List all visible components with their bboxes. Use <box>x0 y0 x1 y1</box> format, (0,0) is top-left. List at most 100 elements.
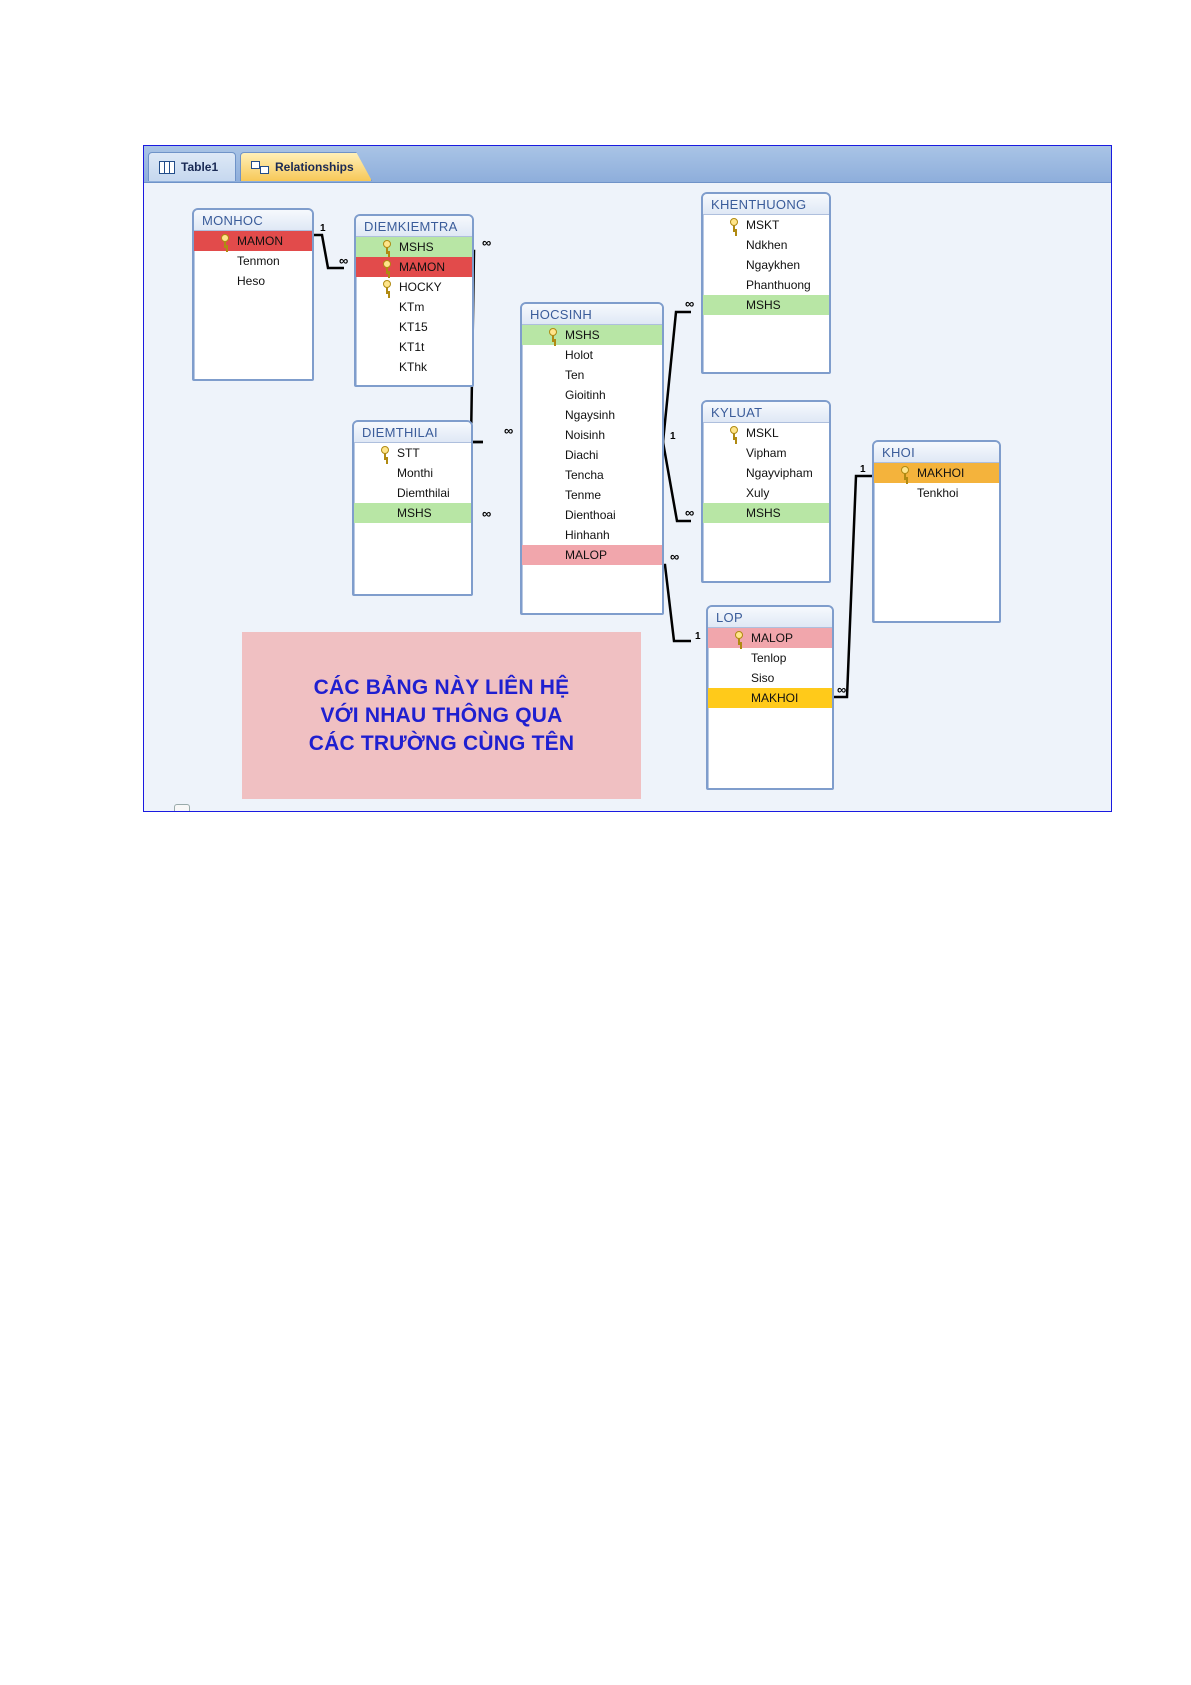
field-row[interactable]: KTm <box>356 297 472 317</box>
field-name: Ngaykhen <box>746 258 801 272</box>
field-row[interactable]: Hinhanh <box>522 525 662 545</box>
field-row[interactable]: MAMON <box>356 257 472 277</box>
cardinality-many-label: ∞ <box>482 235 492 250</box>
table-khoi[interactable]: KHOI MAKHOI Tenkhoi <box>872 440 1001 623</box>
document-tab-bar: Table1 Relationships <box>144 146 1111 183</box>
field-row[interactable]: Ngaykhen <box>703 255 829 275</box>
tab-relationships[interactable]: Relationships <box>240 152 372 181</box>
field-row[interactable]: Tenme <box>522 485 662 505</box>
field-row[interactable]: Ngayvipham <box>703 463 829 483</box>
field-name: KT1t <box>399 340 425 354</box>
field-row[interactable]: Tenkhoi <box>874 483 999 503</box>
cardinality-many-label: ∞ <box>339 253 349 268</box>
table-title[interactable]: HOCSINH <box>522 304 662 325</box>
field-row[interactable]: Heso <box>194 271 312 291</box>
field-row[interactable]: Vipham <box>703 443 829 463</box>
field-name: Tenkhoi <box>917 486 959 500</box>
table-title[interactable]: LOP <box>708 607 832 628</box>
cardinality-many-label: ∞ <box>685 296 695 311</box>
cardinality-one-label: 1 <box>695 631 701 642</box>
field-row[interactable]: MALOP <box>708 628 832 648</box>
field-name: Ten <box>565 368 585 382</box>
field-name: Tenme <box>565 488 602 502</box>
field-row[interactable]: Holot <box>522 345 662 365</box>
field-row[interactable]: Gioitinh <box>522 385 662 405</box>
field-name: KTm <box>399 300 425 314</box>
field-name: MAMON <box>237 234 283 248</box>
tab-label: Relationships <box>275 160 354 174</box>
field-name: MSHS <box>397 506 432 520</box>
field-row[interactable]: Ngaysinh <box>522 405 662 425</box>
field-name: MAMON <box>399 260 445 274</box>
field-row[interactable]: MSKT <box>703 215 829 235</box>
field-row[interactable]: Noisinh <box>522 425 662 445</box>
cardinality-many-label: ∞ <box>504 423 514 438</box>
field-row[interactable]: Ndkhen <box>703 235 829 255</box>
field-name: Phanthuong <box>746 278 811 292</box>
table-title[interactable]: KYLUAT <box>703 402 829 423</box>
field-row[interactable]: Tencha <box>522 465 662 485</box>
field-row[interactable]: Dienthoai <box>522 505 662 525</box>
primary-key-icon <box>382 260 391 274</box>
field-row[interactable]: KT15 <box>356 317 472 337</box>
field-row[interactable]: Phanthuong <box>703 275 829 295</box>
table-title[interactable]: DIEMTHILAI <box>354 422 471 443</box>
cardinality-many-label: ∞ <box>685 505 695 520</box>
field-row[interactable]: MSHS <box>522 325 662 345</box>
table-title[interactable]: KHOI <box>874 442 999 463</box>
field-row[interactable]: Xuly <box>703 483 829 503</box>
field-list: MAKHOI Tenkhoi <box>874 463 999 503</box>
field-row[interactable]: MSHS <box>356 237 472 257</box>
field-row[interactable]: Tenmon <box>194 251 312 271</box>
field-row[interactable]: Ten <box>522 365 662 385</box>
field-row[interactable]: KThk <box>356 357 472 377</box>
field-name: Dienthoai <box>565 508 616 522</box>
table-title[interactable]: KHENTHUONG <box>703 194 829 215</box>
table-title[interactable]: MONHOC <box>194 210 312 231</box>
scroll-corner-box[interactable] <box>174 804 190 811</box>
field-name: Tenlop <box>751 651 787 665</box>
field-row[interactable]: MSHS <box>703 295 829 315</box>
field-row[interactable]: MSHS <box>354 503 471 523</box>
cardinality-one-label: 1 <box>860 464 866 475</box>
relationship-line <box>834 474 872 699</box>
field-name: KThk <box>399 360 428 374</box>
cardinality-many-label: ∞ <box>837 682 847 697</box>
field-name: MSHS <box>399 240 434 254</box>
field-row[interactable]: Tenlop <box>708 648 832 668</box>
field-row[interactable]: Siso <box>708 668 832 688</box>
field-row[interactable]: MAKHOI <box>874 463 999 483</box>
field-name: Ngayvipham <box>746 466 813 480</box>
field-row[interactable]: STT <box>354 443 471 463</box>
field-name: MSKL <box>746 426 779 440</box>
tab-label: Table1 <box>181 160 219 174</box>
field-name: Ngaysinh <box>565 408 616 422</box>
field-name: Noisinh <box>565 428 606 442</box>
note-box: CÁC BẢNG NÀY LIÊN HỆ VỚI NHAU THÔNG QUA … <box>242 632 641 799</box>
table-title[interactable]: DIEMKIEMTRA <box>356 216 472 237</box>
tab-table1[interactable]: Table1 <box>148 152 236 181</box>
field-name: Xuly <box>746 486 770 500</box>
field-name: Heso <box>237 274 266 288</box>
field-row[interactable]: MSHS <box>703 503 829 523</box>
field-row[interactable]: MAMON <box>194 231 312 251</box>
relationships-icon <box>251 160 269 174</box>
field-row[interactable]: MAKHOI <box>708 688 832 708</box>
primary-key-icon <box>220 234 229 248</box>
field-row[interactable]: HOCKY <box>356 277 472 297</box>
field-row[interactable]: MALOP <box>522 545 662 565</box>
field-row[interactable]: Diemthilai <box>354 483 471 503</box>
field-row[interactable]: KT1t <box>356 337 472 357</box>
field-row[interactable]: MSKL <box>703 423 829 443</box>
field-row[interactable]: Diachi <box>522 445 662 465</box>
field-row[interactable]: Monthi <box>354 463 471 483</box>
